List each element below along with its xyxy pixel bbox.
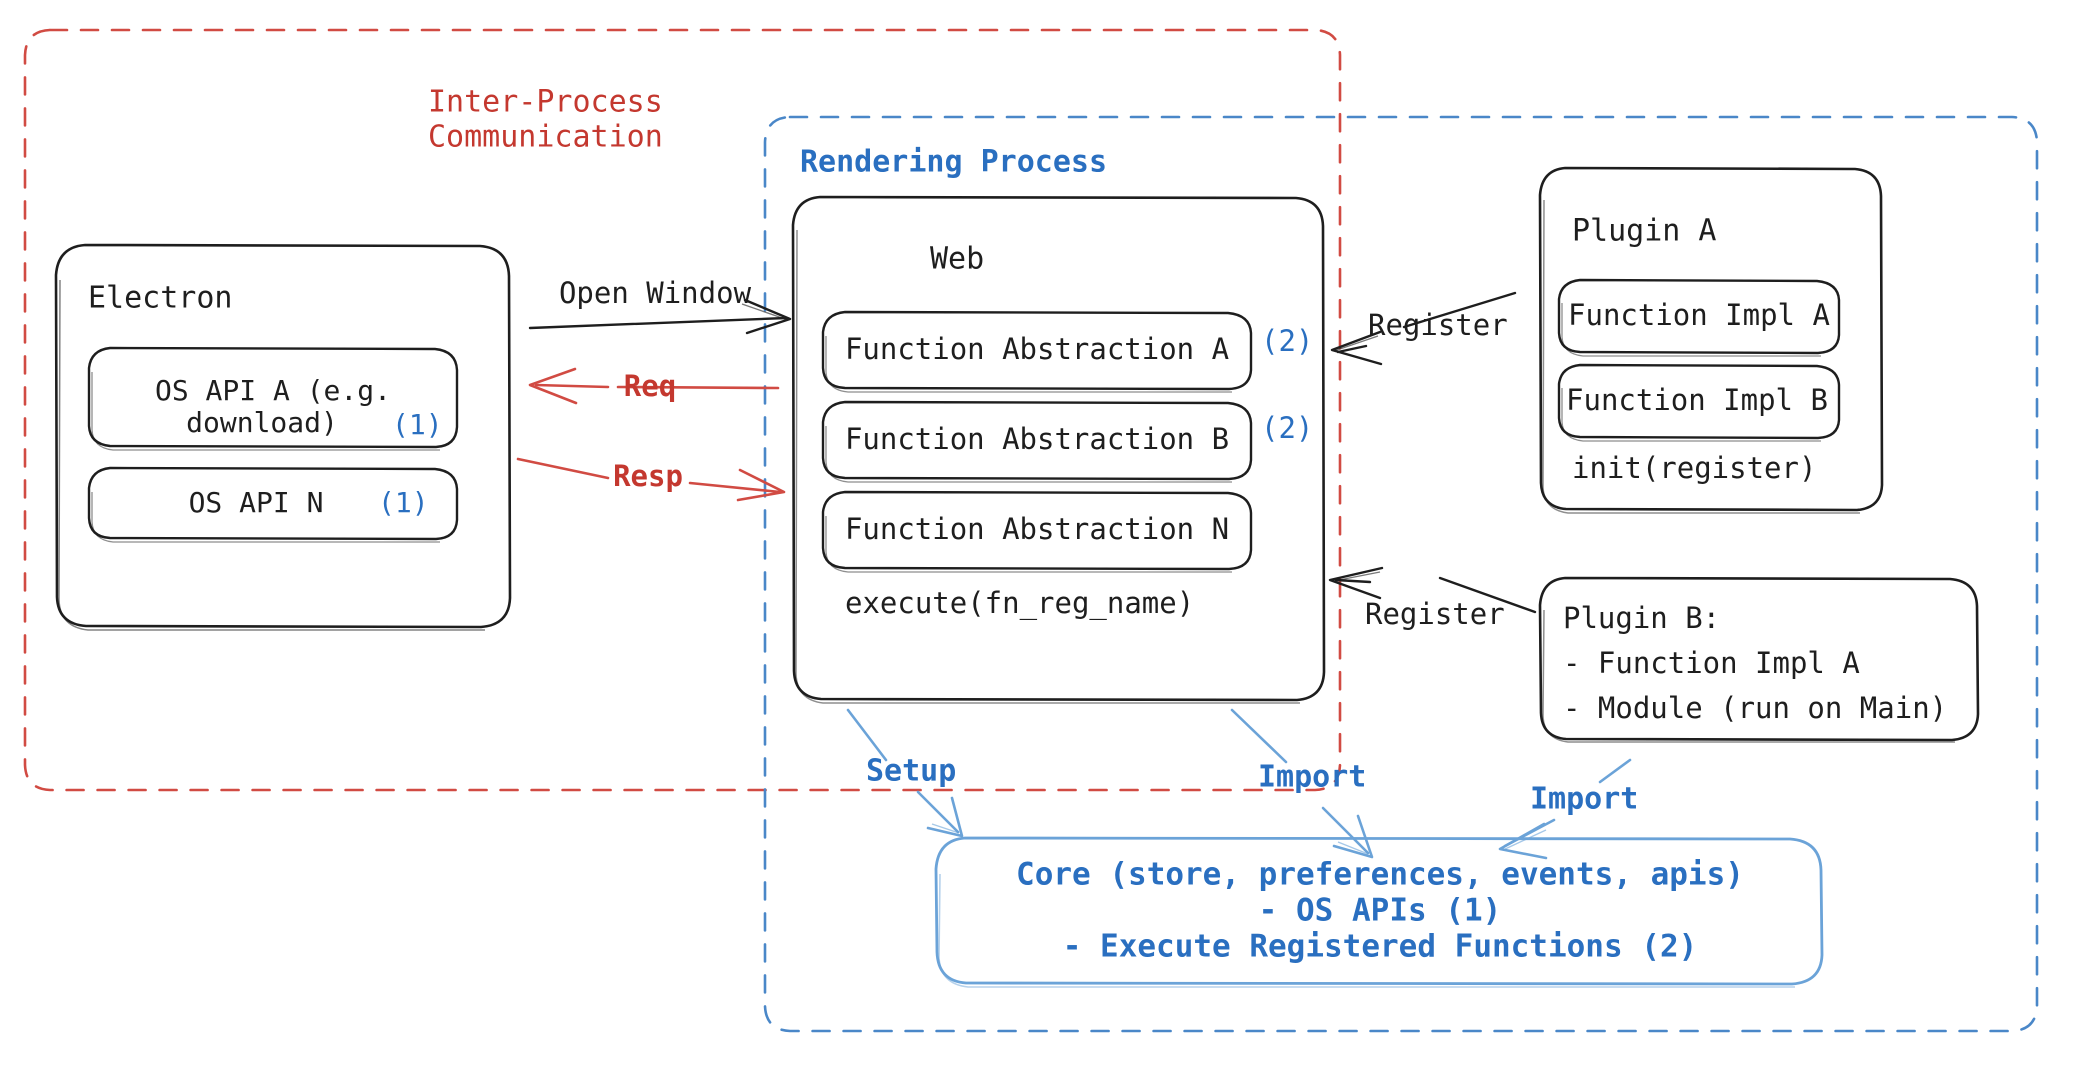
arrow-import-plugin-b: Import <box>1498 758 1638 860</box>
box-plugin-a-item-b-label: Function Impl B <box>1566 383 1828 417</box>
box-web-item-a-tag: (2) <box>1261 324 1313 358</box>
box-electron-item-os-api-a[interactable]: OS API A (e.g. download) (1) <box>87 346 459 451</box>
box-plugin-b-line2: - Function Impl A <box>1563 646 1860 680</box>
arrow-open-window-label: Open Window <box>559 276 752 310</box>
region-ipc-label-line2: Communication <box>428 120 663 155</box>
box-plugin-a-title: Plugin A <box>1572 214 1717 249</box>
box-core[interactable]: Core (store, preferences, events, apis) … <box>934 836 1824 988</box>
box-web-item-b-label: Function Abstraction B <box>845 422 1229 456</box>
region-rendering-process: Rendering Process <box>763 115 2039 1033</box>
box-electron-item-os-api-n[interactable]: OS API N (1) <box>87 466 459 543</box>
box-core-line1: Core (store, preferences, events, apis) <box>1016 857 1744 893</box>
arrow-open-window: Open Window <box>528 276 792 335</box>
box-plugin-a-item-function-impl-a[interactable]: Function Impl A <box>1557 278 1841 357</box>
box-web-item-b-tag: (2) <box>1261 411 1313 445</box>
arrow-resp: Resp <box>516 457 786 502</box>
box-electron-item-os-api-a-line1: OS API A (e.g. <box>155 374 391 407</box>
box-web-item-n-label: Function Abstraction N <box>845 512 1229 546</box>
box-electron[interactable]: Electron OS API A (e.g. download) (1) OS… <box>54 243 512 631</box>
box-core-line2: - OS APIs (1) <box>1259 893 1502 929</box>
arrow-import-web-label: Import <box>1258 760 1366 795</box>
box-electron-title: Electron <box>88 281 233 316</box>
box-web[interactable]: Web Function Abstraction A (2) Function … <box>791 195 1326 704</box>
box-web-title: Web <box>930 242 984 277</box>
box-plugin-b[interactable]: Plugin B: - Function Impl A - Module (ru… <box>1538 576 1980 743</box>
region-ipc-label-line1: Inter-Process <box>428 85 663 120</box>
box-plugin-a-item-a-label: Function Impl A <box>1568 298 1830 332</box>
box-plugin-a[interactable]: Plugin A Function Impl A Function Impl B… <box>1538 166 1884 514</box>
arrow-setup: Setup <box>846 708 964 838</box>
box-web-footer: execute(fn_reg_name) <box>845 586 1194 621</box>
box-electron-item-os-api-a-line2: download) <box>186 406 338 439</box>
box-plugin-b-line1: Plugin B: <box>1563 601 1720 635</box>
arrow-register-plugin-b-label: Register <box>1365 597 1505 631</box>
region-rendering-label: Rendering Process <box>800 145 1107 180</box>
box-electron-item-os-api-n-label: OS API N <box>189 486 324 519</box>
box-core-line3: - Execute Registered Functions (2) <box>1063 929 1698 965</box>
box-plugin-a-item-function-impl-b[interactable]: Function Impl B <box>1557 363 1841 442</box>
box-plugin-a-footer: init(register) <box>1572 451 1816 485</box>
arrow-req-label: Req <box>624 369 676 403</box>
box-electron-item-os-api-n-tag: (1) <box>378 486 429 519</box>
arrow-req: Req <box>528 367 780 405</box>
arrow-setup-label: Setup <box>866 754 956 789</box>
box-web-item-function-abstraction-a[interactable]: Function Abstraction A <box>821 310 1253 393</box>
region-inter-process-communication: Inter-Process Communication <box>23 28 1342 792</box>
box-plugin-b-line3: - Module (run on Main) <box>1563 691 1947 725</box>
arrow-register-plugin-a: Register <box>1330 291 1517 366</box>
arrow-import-web: Import <box>1230 708 1374 859</box>
arrow-import-plugin-b-label: Import <box>1530 782 1638 817</box>
box-web-item-function-abstraction-n[interactable]: Function Abstraction N <box>821 490 1253 573</box>
box-web-item-function-abstraction-b[interactable]: Function Abstraction B <box>821 400 1253 483</box>
box-electron-item-os-api-a-tag: (1) <box>392 408 443 441</box>
arrow-register-plugin-a-label: Register <box>1368 308 1508 342</box>
box-web-item-a-label: Function Abstraction A <box>845 332 1229 366</box>
arrow-register-plugin-b: Register <box>1328 566 1537 631</box>
arrow-resp-label: Resp <box>613 459 683 493</box>
